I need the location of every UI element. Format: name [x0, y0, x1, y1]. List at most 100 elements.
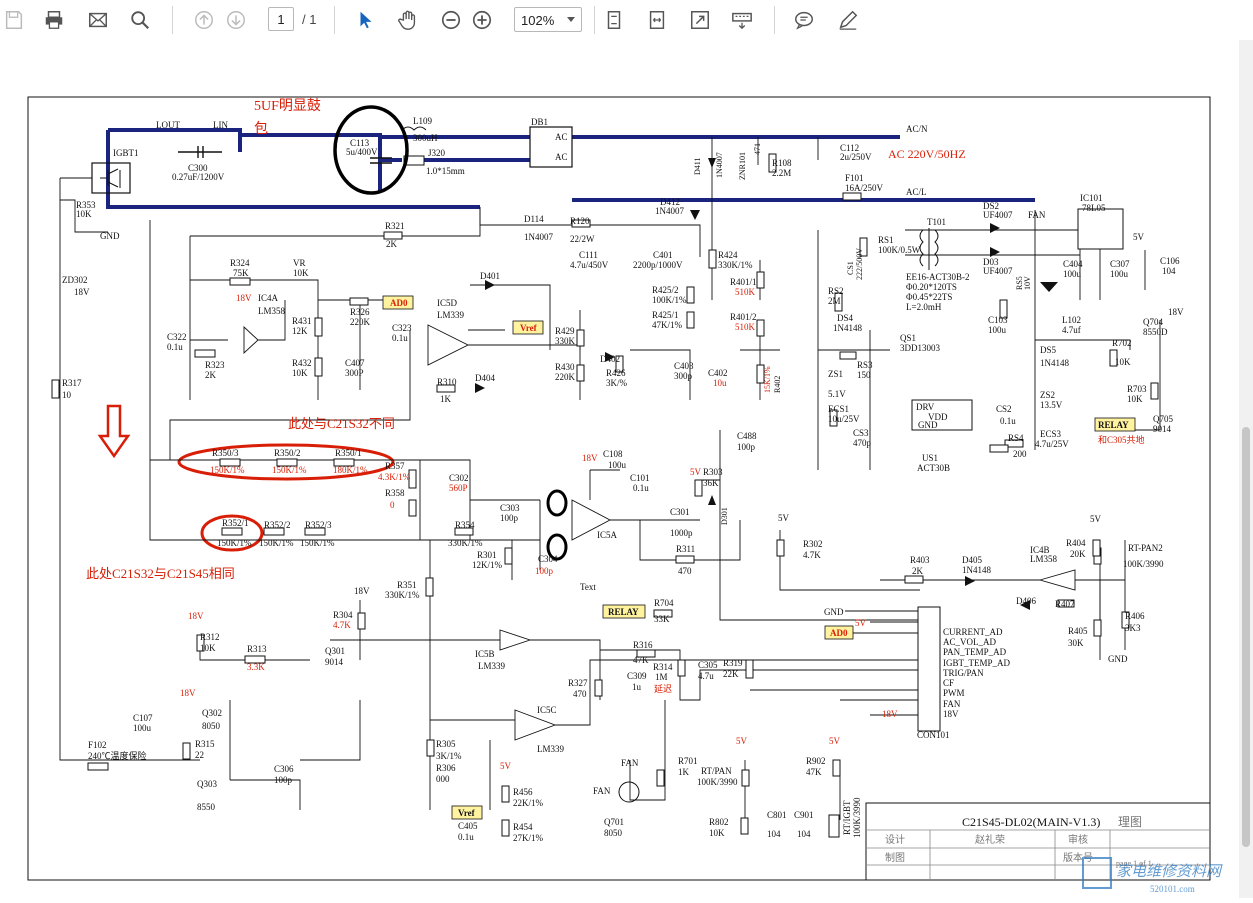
- label-d114: D114: [524, 214, 544, 224]
- save-icon[interactable]: [0, 6, 28, 34]
- label-acn: AC/N: [906, 124, 928, 134]
- pin-label: AC_VOL_AD: [943, 637, 996, 647]
- label-fan-3: FAN: [593, 786, 611, 796]
- label-t101d: L=2.0mH: [906, 302, 942, 312]
- label-r353: R353: [76, 200, 96, 210]
- page-number-input[interactable]: [268, 7, 294, 31]
- label-r454v: 27K/1%: [513, 833, 544, 843]
- label-18v-q704: 18V: [1168, 307, 1184, 317]
- label-c403v: 300p: [674, 371, 693, 381]
- title-block-title: C21S45-DL02(MAIN-V1.3): [962, 815, 1100, 829]
- label-r327: R327: [568, 678, 588, 688]
- search-icon[interactable]: [126, 6, 154, 34]
- label-q705v: 9014: [1153, 424, 1172, 434]
- label-lin: LIN: [213, 120, 228, 130]
- title-block-page: page 1 of 1: [1116, 859, 1152, 868]
- print-icon[interactable]: [40, 6, 68, 34]
- label-cs1v: 222/500V: [855, 248, 864, 280]
- label-r426: R426: [606, 368, 626, 378]
- label-r431: R431: [292, 316, 312, 326]
- label-relay-note: 和C305共地: [1098, 434, 1145, 445]
- label-5v-rtpan: 5V: [736, 736, 748, 746]
- label-r312: R312: [200, 632, 220, 642]
- site-watermark: 家电维修资料网 520101.com: [1082, 857, 1223, 894]
- annotation-ac-input: AC 220V/50HZ: [888, 147, 966, 161]
- label-r303v: 36K: [703, 478, 719, 488]
- label-r354v: 330K/1%: [448, 538, 483, 548]
- label-c801: C801: [767, 810, 787, 820]
- label-l102: L102: [1062, 315, 1081, 325]
- connector-pins: CURRENT_AD AC_VOL_AD PAN_TEMP_AD IGBT_TE…: [943, 627, 1010, 719]
- label-c107v: 100u: [133, 723, 152, 733]
- pin-label: PAN_TEMP_AD: [943, 647, 1007, 657]
- label-cs3v: 470p: [853, 438, 872, 448]
- label-r317: R317: [62, 378, 82, 388]
- label-r304: R304: [333, 610, 353, 620]
- scrollbar-thumb[interactable]: [1242, 427, 1250, 847]
- label-c112: C112: [840, 143, 859, 153]
- label-r350-2: R350/2: [274, 448, 301, 458]
- label-rtpan2v: 100K/3990: [1123, 559, 1164, 569]
- label-c407v: 300P: [345, 368, 364, 378]
- label-ic5a: IC5A: [597, 530, 618, 540]
- label-zr101v: 471: [753, 143, 762, 155]
- label-lm339: LM339: [437, 310, 465, 320]
- label-r701v: 1K: [678, 767, 690, 777]
- label-5v-ic101: 5V: [1133, 232, 1145, 242]
- arrow-pointer-icon[interactable]: [352, 6, 380, 34]
- zoom-in-icon[interactable]: [468, 6, 496, 34]
- zoom-out-icon[interactable]: [437, 6, 465, 34]
- label-r350-2v: 150K/1%: [272, 465, 307, 475]
- label-acl: AC/L: [906, 187, 927, 197]
- fit-width-icon[interactable]: [643, 6, 671, 34]
- label-r316v: 47K: [633, 655, 649, 665]
- label-rtigbtv: 100K/3990: [852, 797, 862, 838]
- comment-icon[interactable]: [790, 6, 818, 34]
- label-r323: R323: [205, 360, 225, 370]
- label-r313v: 3.3K: [247, 662, 265, 672]
- label-r304v: 4.7K: [333, 620, 351, 630]
- label-t101: T101: [927, 217, 946, 227]
- label-r312v: 10K: [200, 643, 216, 653]
- email-icon[interactable]: [84, 6, 112, 34]
- label-rs2v: 2M: [828, 296, 841, 306]
- label-q705: Q705: [1153, 414, 1173, 424]
- page-up-icon[interactable]: [190, 6, 218, 34]
- label-rtigbt: RT/IGBT: [842, 800, 852, 835]
- label-r703v: 10K: [1127, 394, 1143, 404]
- fullscreen-icon[interactable]: [686, 6, 714, 34]
- keyboard-icon[interactable]: [728, 6, 756, 34]
- hand-icon[interactable]: [394, 6, 422, 34]
- label-r704v: 33K: [654, 614, 670, 624]
- label-c113v: 5u/400V: [346, 147, 378, 157]
- label-r311: R311: [676, 544, 695, 554]
- label-ds4v: 1N4148: [833, 323, 862, 333]
- fit-page-icon[interactable]: [600, 6, 628, 34]
- pen-icon[interactable]: [834, 6, 862, 34]
- label-c401: C401: [653, 250, 673, 260]
- label-c103v: 100u: [988, 325, 1007, 335]
- label-18v-4: 18V: [180, 688, 196, 698]
- svg-text:AC: AC: [555, 152, 568, 162]
- label-r429v: 330K: [555, 336, 576, 346]
- vertical-scrollbar[interactable]: [1239, 40, 1253, 898]
- label-us1: US1: [922, 453, 938, 463]
- label-5v-r902: 5V: [829, 736, 841, 746]
- label-d401: D401: [480, 271, 500, 281]
- label-c113: C113: [350, 138, 370, 148]
- label-r425-1v: 47K/1%: [652, 320, 683, 330]
- label-c407: C407: [345, 358, 365, 368]
- label-d114v: 1N4007: [524, 232, 553, 242]
- label-c106v: 104: [1162, 266, 1176, 276]
- label-lout: LOUT: [156, 120, 180, 130]
- label-r313: R313: [247, 644, 267, 654]
- label-r425-1: R425/1: [652, 310, 679, 320]
- label-d411v: 1N4007: [715, 152, 724, 178]
- label-r357: R357: [385, 461, 405, 471]
- label-r358: R358: [385, 488, 405, 498]
- label-d412v: 1N4007: [655, 206, 684, 216]
- schematic-drawing: LOUT LIN IGBT1 C300 0.27uF/1200V C113 5u…: [27, 96, 1223, 894]
- zoom-select[interactable]: 102%: [514, 7, 582, 32]
- label-c108v: 100u: [608, 460, 627, 470]
- page-down-icon[interactable]: [222, 6, 250, 34]
